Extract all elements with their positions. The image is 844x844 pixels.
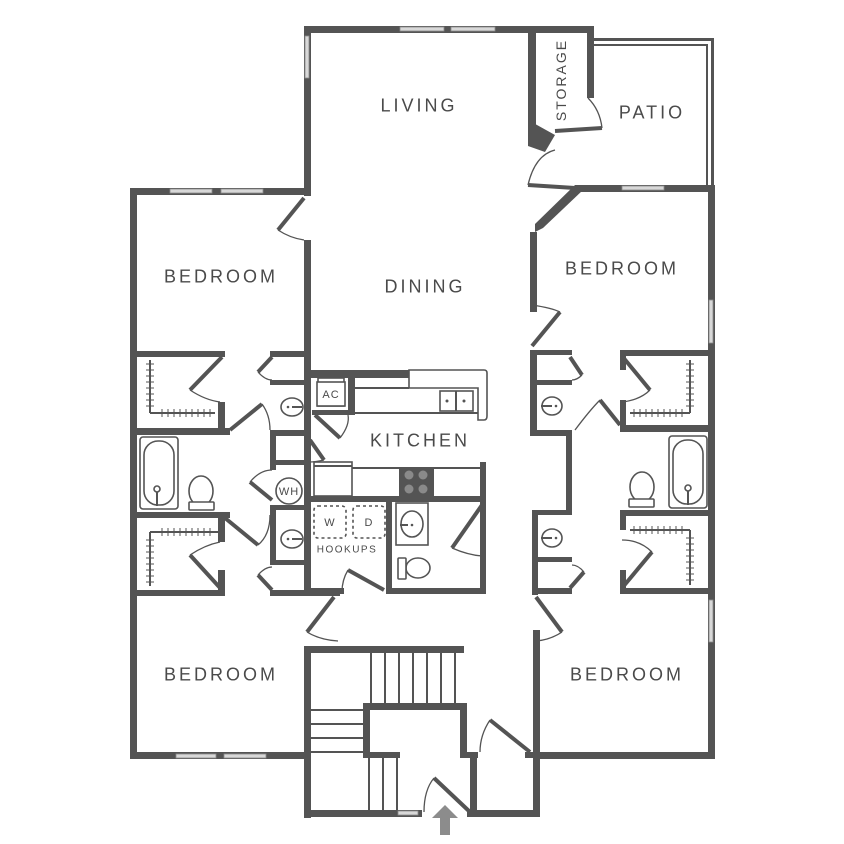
room-label-bedroom-bottom-right: BEDROOM bbox=[569, 664, 685, 685]
room-label-living: LIVING bbox=[380, 95, 458, 116]
room-label-storage: STORAGE bbox=[553, 38, 569, 122]
ac-label: AC bbox=[322, 389, 340, 401]
bathroom-fixtures bbox=[139, 381, 708, 580]
stairs bbox=[311, 653, 456, 810]
hookups-label: HOOKUPS bbox=[316, 544, 378, 556]
room-label-patio: PATIO bbox=[618, 102, 686, 123]
entry-arrow-icon bbox=[432, 805, 458, 835]
room-label-bedroom-top-right: BEDROOM bbox=[564, 258, 680, 279]
windows bbox=[169, 26, 714, 816]
room-label-bedroom-bottom-left: BEDROOM bbox=[163, 664, 279, 685]
room-label-kitchen: KITCHEN bbox=[369, 430, 471, 451]
washer-label: W bbox=[324, 517, 336, 529]
water-heater-label: WH bbox=[278, 486, 300, 498]
laundry-hookups bbox=[313, 505, 386, 539]
exterior-walls bbox=[130, 26, 715, 818]
room-label-dining: DINING bbox=[384, 276, 466, 297]
doors bbox=[188, 97, 654, 814]
dryer-label: D bbox=[364, 517, 374, 529]
room-label-bedroom-top-left: BEDROOM bbox=[163, 266, 279, 287]
closet-rods bbox=[146, 360, 694, 586]
